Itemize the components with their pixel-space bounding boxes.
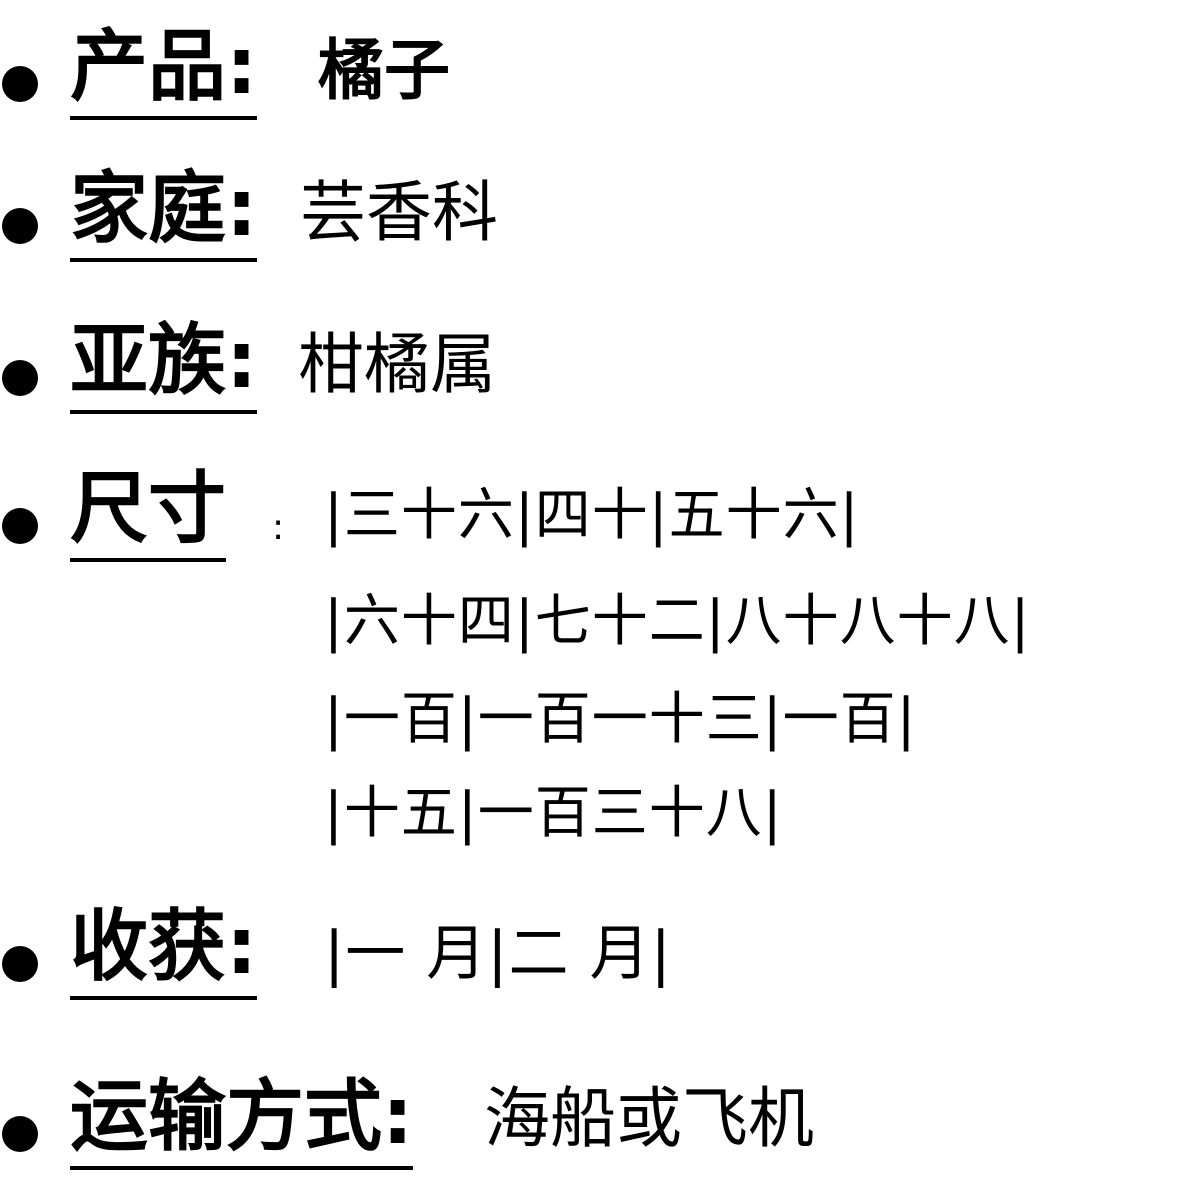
bullet-icon <box>2 508 38 544</box>
item-label: 收获: <box>70 908 258 1000</box>
bullet-icon <box>2 946 38 982</box>
item-value: 芸香科 <box>300 174 498 251</box>
bullet-icon <box>2 360 38 396</box>
bullet-icon <box>2 66 38 102</box>
size-line: |三十六|四十|五十六| <box>324 483 860 548</box>
item-label: 运输方式: <box>70 1078 414 1170</box>
item-value: |一 月|二 月| <box>324 919 672 989</box>
bullet-icon <box>2 1116 38 1152</box>
item-label: 亚族: <box>70 322 258 414</box>
size-colon: : <box>272 507 285 548</box>
size-line: |一百|一百一十三|一百| <box>324 687 917 752</box>
item-label: 产品: <box>70 28 258 120</box>
item-value: 橘子 <box>318 32 450 109</box>
item-value: 柑橘属 <box>298 326 496 403</box>
item-label: 尺寸 <box>70 470 227 562</box>
size-line: |六十四|七十二|八十八十八| <box>324 589 1031 654</box>
item-value: 海船或飞机 <box>484 1080 814 1157</box>
size-line: |十五|一百三十八| <box>324 781 783 846</box>
item-label: 家庭: <box>70 170 258 262</box>
bullet-icon <box>2 208 38 244</box>
